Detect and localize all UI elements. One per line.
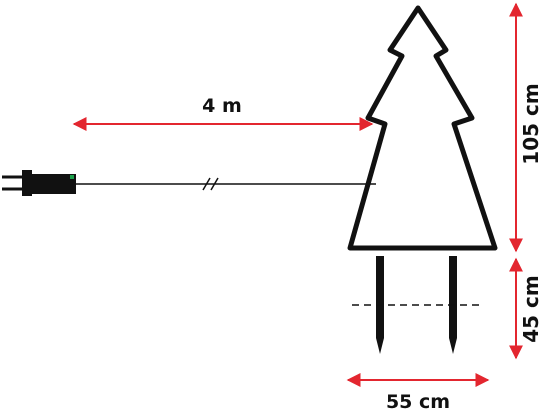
stake-height-dimension: 45 cm bbox=[509, 257, 543, 360]
cable-length-label: 4 m bbox=[202, 95, 242, 117]
base-width-dimension: 55 cm bbox=[346, 373, 490, 413]
plug-icon bbox=[2, 170, 76, 196]
cable-length-dimension: 4 m bbox=[72, 95, 374, 131]
base-width-label: 55 cm bbox=[386, 391, 450, 413]
power-cable bbox=[76, 177, 376, 191]
tree-height-dimension: 105 cm bbox=[509, 2, 543, 253]
stake-height-label: 45 cm bbox=[519, 275, 543, 343]
tree-height-label: 105 cm bbox=[519, 83, 543, 164]
plug-led-indicator bbox=[70, 175, 74, 179]
tree-outline bbox=[347, 5, 498, 251]
